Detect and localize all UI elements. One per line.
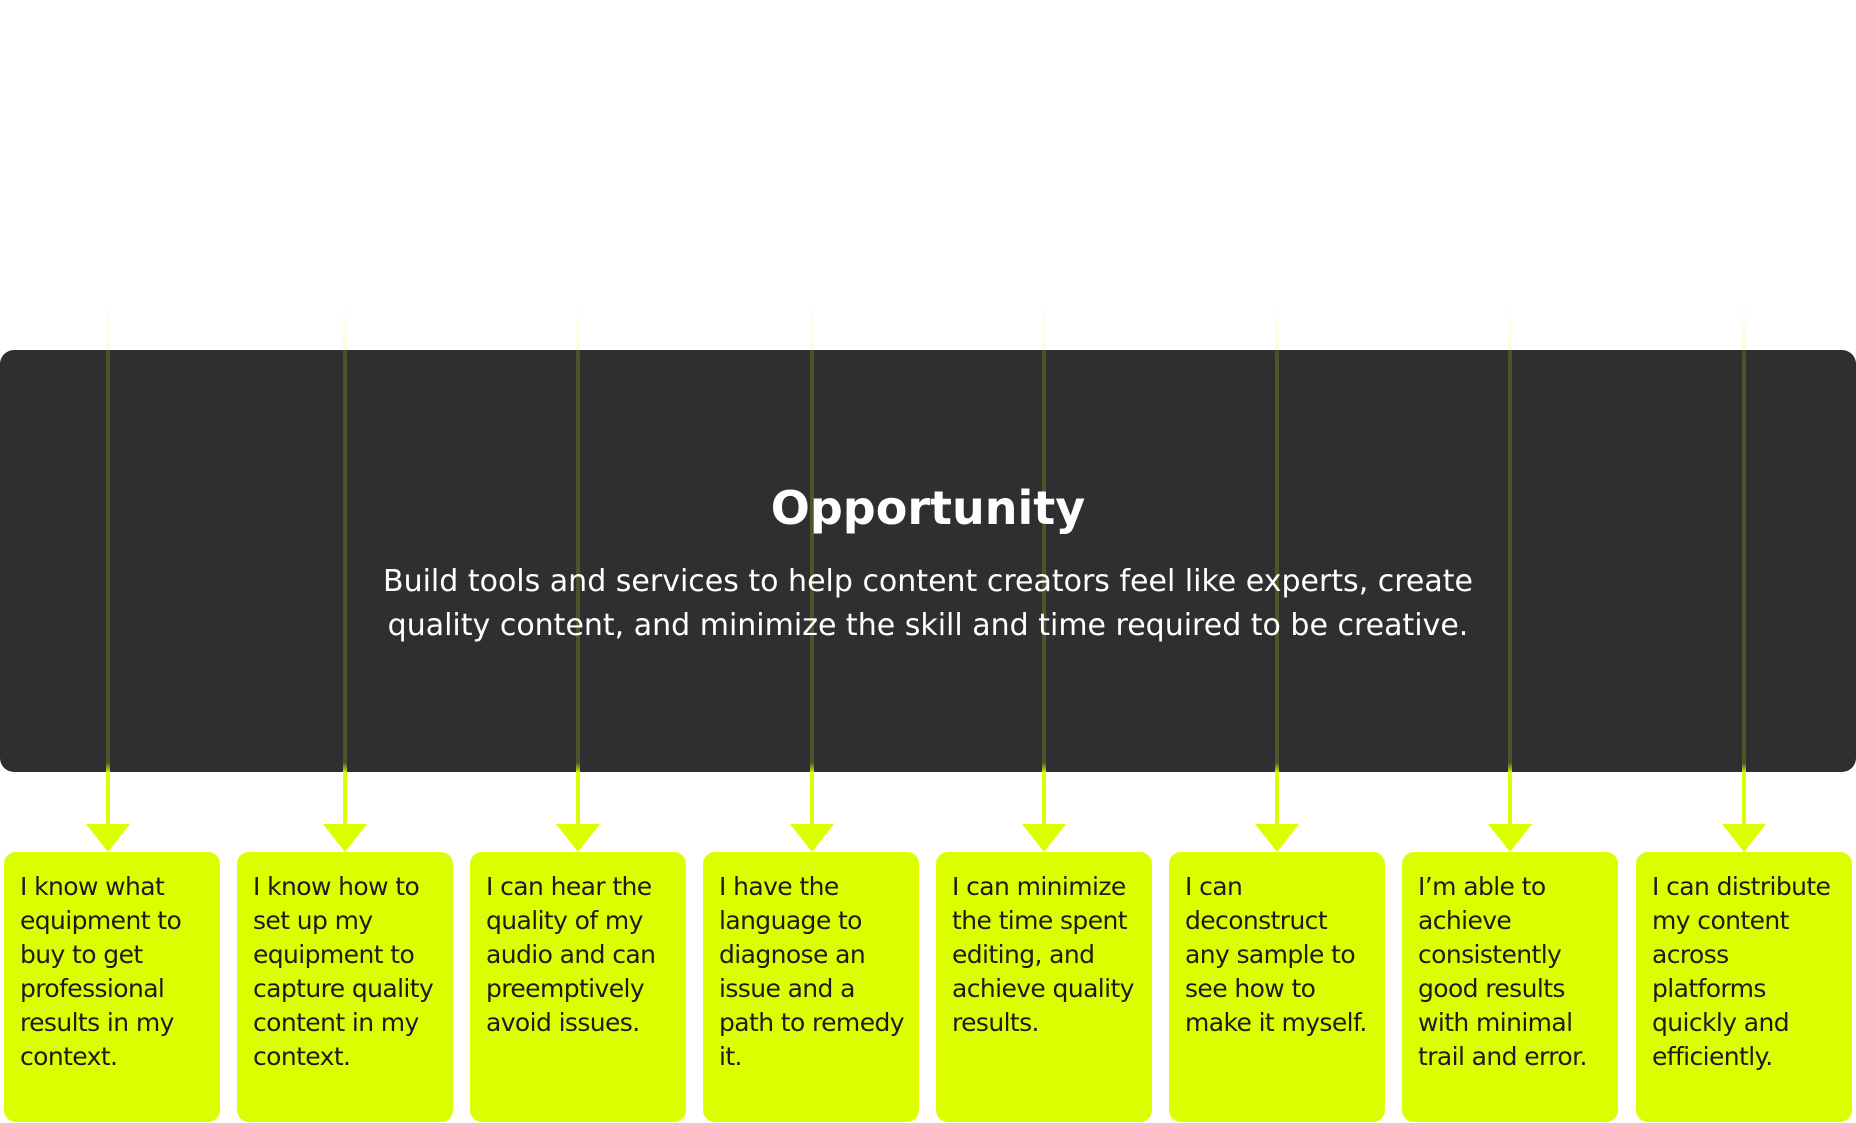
arrowhead-2 [323,824,367,852]
outcome-card-text: I can hear the quality of my audio and c… [486,872,656,1037]
arrowhead-5 [1022,824,1066,852]
outcome-card-3: I can hear the quality of my audio and c… [470,852,686,1122]
connector-line-8 [1742,300,1746,826]
outcome-card-text: I know how to set up my equipment to cap… [253,872,434,1071]
outcome-card-7: I’m able to achieve consistently good re… [1402,852,1618,1122]
outcome-card-text: I can distribute my content across platf… [1652,872,1831,1071]
opportunity-description: Build tools and services to help content… [382,564,1473,643]
outcome-card-8: I can distribute my content across platf… [1636,852,1852,1122]
outcome-card-6: I can deconstruct any sample to see how … [1169,852,1385,1122]
connector-line-1 [106,300,110,826]
arrowhead-1 [86,824,130,852]
outcome-card-1: I know what equipment to buy to get prof… [4,852,220,1122]
connector-line-2 [343,300,347,826]
arrowhead-3 [556,824,600,852]
opportunity-banner [0,350,1856,772]
connector-line-5 [1042,300,1046,826]
outcome-card-text: I can minimize the time spent editing, a… [952,872,1134,1037]
arrowhead-7 [1488,824,1532,852]
opportunity-title: Opportunity [770,481,1086,535]
outcome-card-4: I have the language to diagnose an issue… [703,852,919,1122]
arrowhead-8 [1722,824,1766,852]
outcome-card-text: I have the language to diagnose an issue… [719,872,905,1071]
outcome-card-text: I know what equipment to buy to get prof… [20,872,182,1071]
arrowhead-4 [790,824,834,852]
connector-line-6 [1275,300,1279,826]
connector-line-4 [810,300,814,826]
outcome-card-2: I know how to set up my equipment to cap… [237,852,453,1122]
outcome-card-text: I can deconstruct any sample to see how … [1185,872,1367,1037]
outcome-card-5: I can minimize the time spent editing, a… [936,852,1152,1122]
connector-line-7 [1508,300,1512,826]
connector-line-3 [576,300,580,826]
outcome-card-text: I’m able to achieve consistently good re… [1418,872,1587,1071]
arrowhead-6 [1255,824,1299,852]
